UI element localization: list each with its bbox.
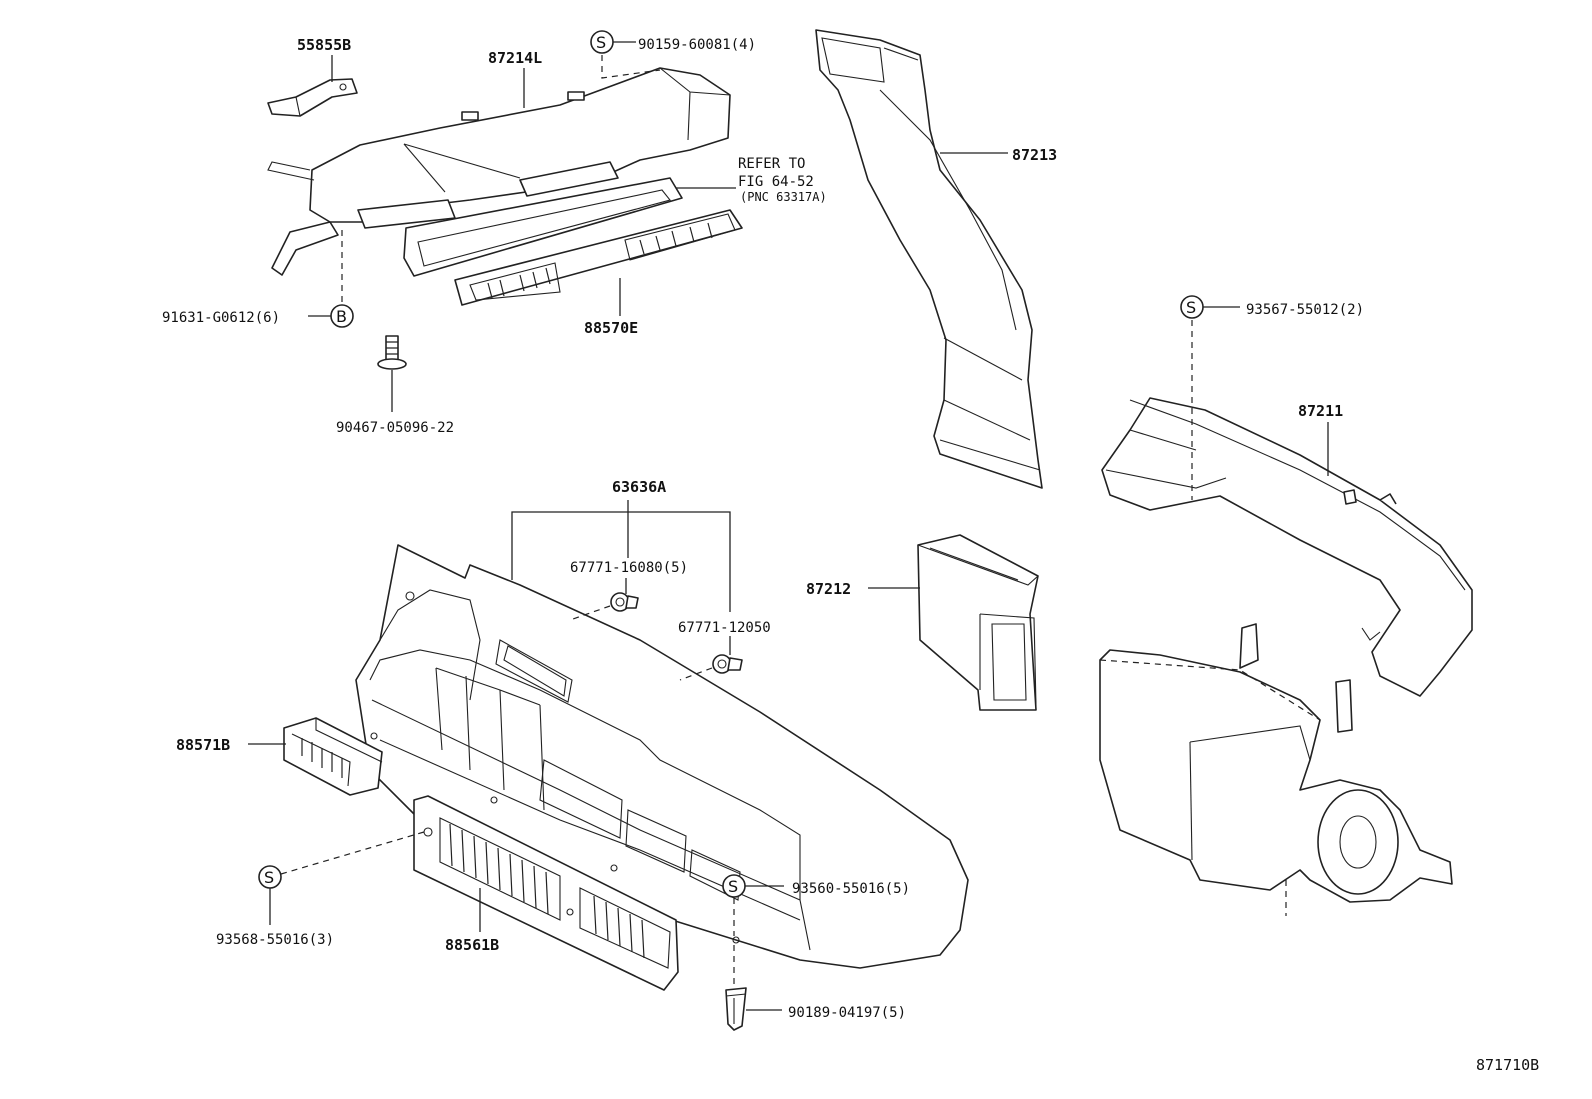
label-67771-12050: 67771-12050 — [678, 620, 771, 636]
dash-67771-16080 — [569, 605, 611, 621]
diagram-id: 871710B — [1476, 1056, 1539, 1074]
screw-marker-letter-3: S — [264, 868, 274, 887]
label-88561B: 88561B — [445, 936, 499, 954]
refer-line-3: (PNC 63317A) — [740, 190, 827, 204]
refer-line-1: REFER TO — [738, 156, 805, 172]
label-90159-60081: 90159-60081(4) — [638, 37, 756, 53]
label-93567-55012: 93567-55012(2) — [1246, 302, 1364, 318]
label-88570E: 88570E — [584, 319, 638, 337]
duct-87212 — [917, 534, 1039, 711]
screw-marker-letter-4: S — [728, 877, 738, 896]
duct-87211 — [1101, 397, 1473, 697]
duct-87213 — [815, 29, 1043, 489]
dash-90159 — [601, 55, 661, 79]
clip-67771-12050 — [712, 654, 743, 674]
clip-90189 — [725, 987, 747, 1031]
bolt-marker-letter: B — [336, 307, 347, 326]
register-88570E — [454, 209, 743, 306]
label-87214L: 87214L — [488, 49, 542, 67]
dash-93568 — [280, 831, 425, 875]
label-55855B: 55855B — [297, 36, 351, 54]
label-88571B: 88571B — [176, 736, 230, 754]
register-88571B — [283, 717, 383, 796]
screw-marker-letter-2: S — [1186, 298, 1196, 317]
heater-unit — [1099, 623, 1453, 916]
gasket-ref-63317A — [403, 177, 683, 277]
bracket-55855B — [267, 78, 358, 117]
clip-90467 — [377, 335, 407, 370]
leader-63636A — [511, 500, 731, 612]
label-87211: 87211 — [1298, 402, 1343, 420]
label-93568-55016: 93568-55016(3) — [216, 932, 334, 948]
register-88561B — [413, 795, 679, 991]
label-90467-05096-22: 90467-05096-22 — [336, 420, 454, 436]
label-93560-55016: 93560-55016(5) — [792, 881, 910, 897]
clip-67771-16080 — [610, 592, 639, 612]
label-63636A: 63636A — [612, 478, 666, 496]
label-87213: 87213 — [1012, 146, 1057, 164]
label-87212: 87212 — [806, 580, 851, 598]
label-90189-04197: 90189-04197(5) — [788, 1005, 906, 1021]
label-67771-16080: 67771-16080(5) — [570, 560, 688, 576]
panel-63636A — [355, 544, 969, 969]
label-91631-G0612: 91631-G0612(6) — [162, 310, 280, 326]
duct-87214L — [267, 67, 731, 276]
screw-marker-letter: S — [596, 33, 606, 52]
dash-67771-12050 — [679, 667, 713, 681]
refer-line-2: FIG 64-52 — [738, 174, 814, 190]
